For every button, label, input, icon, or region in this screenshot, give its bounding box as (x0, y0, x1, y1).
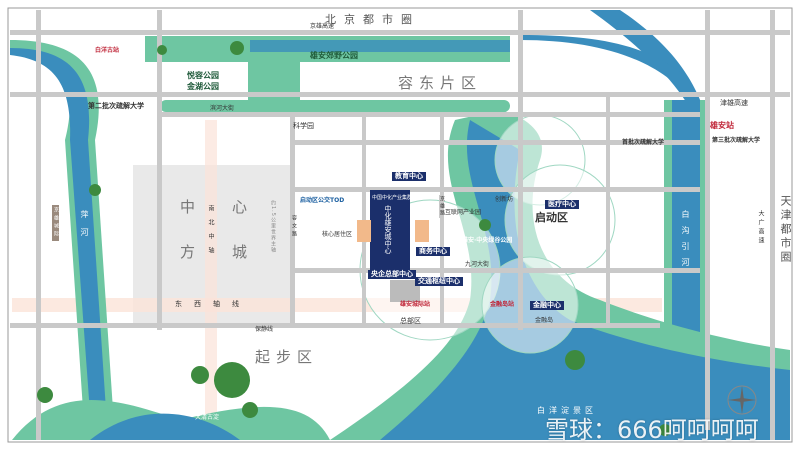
world-axis-label: 约1.5公里世界主轴 (270, 200, 276, 253)
road-jingzhong: 京雄城际 (52, 205, 59, 241)
baiyanggu-station[interactable]: 白洋古站 (95, 47, 120, 54)
xueqiu-watermark: 雪球：666呵呵呵呵 (545, 416, 759, 444)
sinochem-cluster: 中国中化产业集群 (372, 195, 413, 201)
innovation-block: 创新坊 (495, 196, 514, 203)
central-square-3: 方 (180, 243, 202, 261)
medical-center: 医疗中心 (545, 200, 579, 209)
jinrong-station[interactable]: 金融岛站 (490, 301, 515, 308)
road-jiuhe: 九河大街 (465, 261, 490, 268)
school-block-right (415, 220, 429, 242)
zongbu-district: 总部区 (400, 317, 421, 325)
road-binghe: 滨河大街 (210, 105, 235, 112)
education-center: 教育中心 (392, 172, 426, 181)
bus-tod: 启动区公交TOD (300, 197, 345, 204)
beijing-metro-label: 北京都市圈 (325, 13, 420, 26)
central-square-1: 中 (180, 198, 202, 216)
second-batch-university: 第二批次疏解大学 (88, 102, 144, 110)
daqing-label: 大清古淀 (195, 414, 220, 421)
north-south-axis-band (205, 120, 217, 420)
jinrong-island: 金融岛 (535, 317, 554, 324)
roads (10, 10, 790, 440)
compass-needle-icon (728, 386, 756, 414)
business-center: 商务中心 (416, 247, 450, 256)
first-batch-university: 首批次疏解大学 (622, 139, 665, 146)
ping-river-label: 萍河 (80, 210, 89, 246)
road-jingxionglu: 京雄路 (439, 195, 445, 218)
tianjin-metro-label: 天津都市圈 (779, 195, 792, 265)
central-square-2: 心 (232, 198, 254, 216)
daqing-water (90, 413, 240, 440)
sinochem-tower: 中化雄安城中心 (384, 205, 392, 254)
east-west-axis-label: 东西轴线 (175, 300, 251, 308)
north-south-axis-label: 南北中轴 (207, 205, 214, 261)
road-jinxiong: 津雄高速 (720, 99, 748, 107)
baiyangdian-water (380, 120, 790, 440)
jinhu-park: 金湖公园 (187, 82, 219, 91)
school-block-left (357, 220, 371, 242)
baiyangdian-label: 白洋淀景区 (537, 406, 597, 415)
internet-park: 互联网产业园 (445, 209, 482, 216)
road-dagang: 大广高速 (757, 210, 764, 246)
road-rongwen: 容文路 (291, 215, 297, 239)
district-qidong: 启动区 (535, 211, 568, 224)
ping-river (10, 48, 108, 440)
yuerong-park: 悦容公园 (187, 71, 219, 80)
road-jingxiong: 京雄高速 (310, 23, 335, 30)
tree-icons (37, 41, 671, 436)
district-rongdong: 容东片区 (398, 74, 483, 92)
road-baojing: 保静线 (255, 326, 274, 333)
green-strip (160, 100, 510, 112)
central-square-4: 城 (232, 243, 254, 261)
jiaoye-park: 雄安郊野公园 (310, 51, 358, 60)
financial-center: 金融中心 (530, 301, 564, 310)
sinochem-block (370, 190, 410, 270)
transport-center: 交通枢纽中心 (415, 277, 463, 286)
district-qibu: 起步区 (255, 348, 319, 366)
third-batch-university: 第三批次疏解大学 (712, 137, 761, 144)
soe-hq-center: 央企总部中心 (368, 270, 416, 279)
lvgu-park: 雄安·中央绿谷公园 (462, 237, 513, 244)
baigou-river-label: 白沟引河 (681, 210, 690, 274)
xiongan-station[interactable]: 雄安站 (710, 121, 734, 130)
core-living: 核心居住区 (322, 231, 353, 238)
park-water (250, 40, 510, 52)
xiongan-city-station[interactable]: 雄安城际站 (400, 301, 431, 308)
science-park: 科学园 (293, 122, 314, 130)
hq-towers (390, 280, 420, 302)
north-river-branch (520, 35, 690, 100)
